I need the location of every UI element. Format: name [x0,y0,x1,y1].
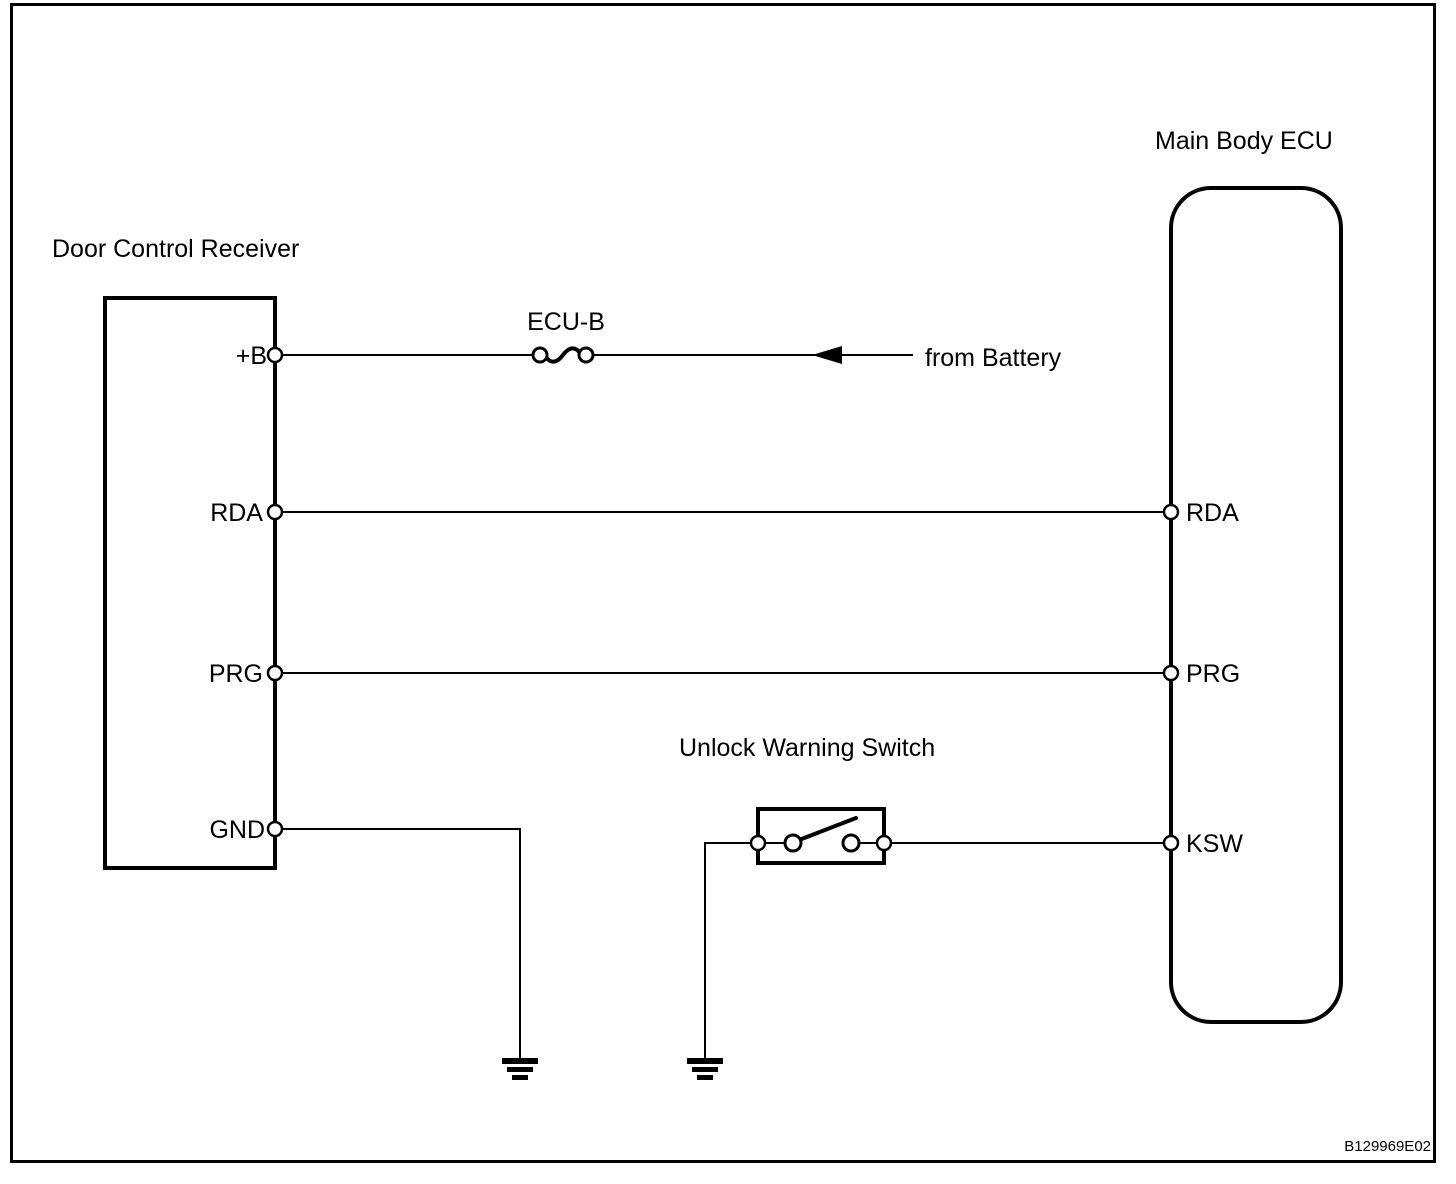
terminal-pin-icon [266,346,284,364]
main-body-ecu-box [1169,186,1343,1024]
terminal-label-rda-right: RDA [1186,499,1239,527]
terminal-pin-icon [1162,834,1180,852]
terminal-label-prg-left: PRG [209,660,263,688]
terminal-label-rda-left: RDA [210,499,263,527]
terminal-label-bplus: +B [236,342,267,370]
fuse-icon [531,346,595,364]
door-control-receiver-box [103,296,277,870]
ground-icon [687,1058,723,1064]
terminal-pin-icon [1162,664,1180,682]
wire-switch-ground [704,842,758,1060]
unlock-warning-switch: Unlock Warning Switch [679,734,935,865]
fuse-label: ECU-B [527,308,605,336]
from-battery-label: from Battery [925,344,1062,372]
door-control-receiver-label: Door Control Receiver [52,235,299,263]
receiver-terminal-pins [266,346,284,838]
main-body-ecu-label: Main Body ECU [1155,127,1333,155]
reference-code: B129969E02 [1344,1138,1431,1155]
terminal-pin-icon [266,820,284,838]
page-border [10,3,1436,1163]
wires [275,354,1171,1060]
ground-switch [687,1058,723,1080]
fuse-ecu-b: ECU-B [527,308,605,364]
terminal-label-ksw: KSW [1186,830,1243,858]
ground-icon [507,1067,533,1072]
wire-gnd [275,828,521,1060]
ground-receiver [502,1058,538,1080]
terminal-pin-icon [266,503,284,521]
ground-icon [512,1075,528,1080]
direction-arrow-icon [812,346,842,364]
terminal-label-prg-right: PRG [1186,660,1240,688]
terminal-label-gnd: GND [209,816,265,844]
terminal-pin-icon [266,664,284,682]
unlock-warning-switch-label: Unlock Warning Switch [679,734,935,762]
unlock-warning-switch-box [756,807,886,865]
ground-icon [692,1067,718,1072]
switch-icon [749,816,893,853]
ecu-terminal-pins [1162,503,1180,852]
door-control-receiver: Door Control Receiver +B RDA PRG GND [52,235,299,870]
main-body-ecu: Main Body ECU RDA PRG KSW [1155,127,1343,1024]
terminal-pin-icon [1162,503,1180,521]
power-source: from Battery [812,344,1062,372]
ground-icon [502,1058,538,1064]
ground-icon [697,1075,713,1080]
